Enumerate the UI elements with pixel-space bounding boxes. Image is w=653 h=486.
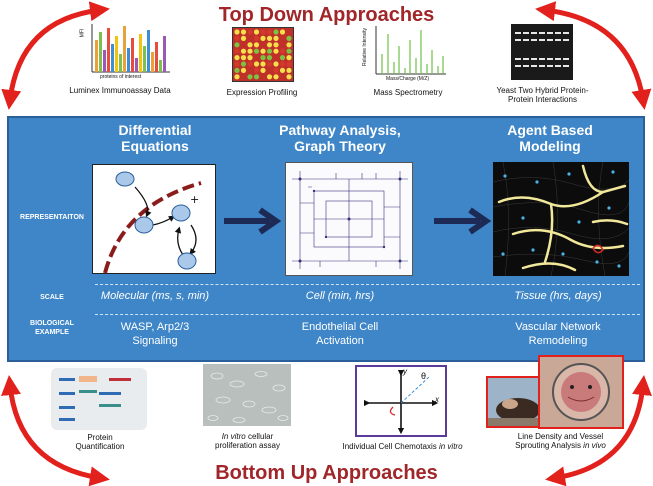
row-label-scale: SCALE [40,294,64,301]
bio-vasc-line1: Vascular Network [515,321,601,333]
chemotaxis-x-label: x [435,395,439,404]
cycle-arrow-top-left [1,1,110,110]
chemotaxis-y-label: y [403,367,407,376]
scale-divider-top [95,284,640,285]
luminex-ylabel: MFI [79,28,86,38]
cycle-arrow-bottom-right [545,375,652,486]
expression-caption: Expression Profiling [226,88,298,97]
in-vivo-caption-italic: in vivo [583,441,606,451]
proliferation-caption-italic: In vitro [221,432,246,441]
mass-spec-chart: Relative Intensity Mass/Charge (M/Z) [362,24,448,86]
protein-caption: Protein Quantification [50,433,150,451]
y2h-caption-line2: Protein Interactions [508,95,577,105]
y2h-gel [511,24,573,80]
scale-divider-bottom [95,314,640,315]
cycle-arrow-top-right [535,1,652,110]
row-label-representation: REPRESENTAITON [20,214,84,221]
proliferation-caption-line2: proliferation assay [215,441,280,451]
scale-cell: Cell (min, hrs) [305,290,375,302]
luminex-bars [95,26,166,72]
protein-caption-line1: Protein [87,433,113,442]
mass-spec-caption: Mass Spectrometry [373,88,443,97]
luminex-caption: Luminex Immunoassay Data [69,86,171,95]
chemotaxis-caption-italic: in vitro [438,442,463,451]
row-label-bio-line1: BIOLOGICAL [30,320,74,327]
de-diagram: + [92,164,216,274]
heading-abm-line2: Modeling [519,137,581,154]
in-vivo-caption: Line Density and Vessel Sprouting Analys… [488,432,633,450]
bio-endo-line1: Endothelial Cell [301,321,379,333]
bio-example-wasp: WASP, Arp2/3 Signaling [80,320,230,349]
heading-de-line2: Equations [121,137,189,154]
proliferation-caption: In vitro cellular proliferation assay [195,432,300,450]
row-label-biological-example: BIOLOGICAL EXAMPLE [12,320,92,338]
protein-caption-line2: Quantification [75,442,125,452]
scale-molecular: Molecular (ms, s, min) [100,290,210,302]
heading-agent-based-modeling: Agent Based Modeling [490,122,610,154]
heading-pathway-analysis: Pathway Analysis, Graph Theory [270,122,410,154]
in-vivo-caption-line1: Line Density and Vessel [517,432,604,441]
abm-image [492,161,630,277]
heading-abm-line1: Agent Based [507,122,593,138]
protein-blot [51,368,147,430]
chemotaxis-caption-main: Individual Cell Chemotaxis [342,442,439,451]
chemotaxis-theta-label: θ [421,371,427,381]
bio-wasp-line1: WASP, Arp2/3 [120,321,190,333]
heading-differential-equations: Differential Equations [95,122,215,154]
luminex-chart: MFI proteins of interest [79,20,172,82]
expression-heatmap [232,27,294,82]
heading-de-line1: Differential [118,122,192,138]
luminex-xlabel: proteins of interest [100,74,142,80]
bio-wasp-line2: Signaling [132,335,178,348]
mass-spec-ylabel: Relative Intensity [362,27,369,67]
top-title: Top Down Approaches [218,4,435,26]
bio-endo-line2: Activation [316,335,364,348]
in-vivo-caption-main2: Sprouting Analysis [515,441,584,451]
heading-pa-line2: Graph Theory [294,137,386,154]
y2h-caption-line1: Yeast Two Hybrid Protein- [496,86,589,95]
bio-vasc-line2: Remodeling [528,335,588,348]
heading-pa-line1: Pathway Analysis, [279,122,401,138]
flow-arrow-2 [434,207,492,235]
chemotaxis-caption: Individual Cell Chemotaxis in vitro [330,442,475,451]
pathway-diagram [285,162,413,276]
y2h-caption: Yeast Two Hybrid Protein- Protein Intera… [480,86,605,104]
row-label-bio-line2: EXAMPLE [35,328,69,336]
chemotaxis-diagram: y x θ [355,365,447,437]
proliferation-caption-rest: cellular [245,432,274,441]
in-vivo-photo-window [538,355,624,429]
svg-text:+: + [190,193,199,206]
proliferation-micrograph [203,364,291,426]
scale-tissue: Tissue (hrs, days) [514,290,602,302]
mass-spec-xlabel: Mass/Charge (M/Z) [386,76,430,82]
flow-arrow-1 [224,207,282,235]
bio-example-endothelial: Endothelial Cell Activation [275,320,405,349]
cycle-arrow-bottom-left [1,375,110,486]
bio-example-vascular: Vascular Network Remodeling [488,320,628,349]
bottom-title: Bottom Up Approaches [215,462,438,484]
